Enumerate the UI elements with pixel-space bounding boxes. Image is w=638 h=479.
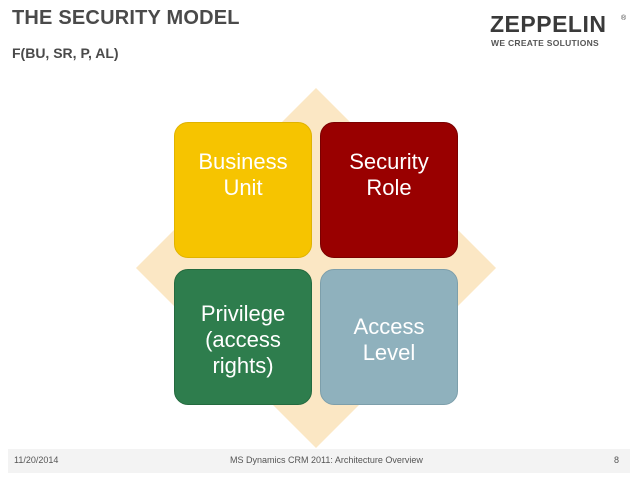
footer-date: 11/20/2014 (14, 455, 59, 465)
access-level-label: Access Level (353, 314, 425, 365)
footer-title: MS Dynamics CRM 2011: Architecture Overv… (230, 455, 423, 465)
logo-tagline: WE CREATE SOLUTIONS (491, 38, 600, 48)
business-unit-label: Business Unit (198, 149, 288, 200)
footer-bar (8, 449, 630, 473)
security-role-label: Security Role (349, 149, 429, 200)
access-level-box: Access Level (320, 269, 458, 405)
security-role-box: Security Role (320, 122, 458, 258)
logo-registered-mark: ® (621, 15, 627, 22)
logo-name: ZEPPELIN (490, 11, 607, 37)
slide-title: THE SECURITY MODEL (12, 7, 240, 29)
business-unit-box: Business Unit (174, 122, 312, 258)
privilege-box: Privilege (access rights) (174, 269, 312, 405)
slide-subtitle: F(BU, SR, P, AL) (12, 45, 119, 61)
privilege-label: Privilege (access rights) (200, 301, 286, 378)
zeppelin-logo: ZEPPELIN ® WE CREATE SOLUTIONS (490, 12, 630, 52)
page-number: 8 (614, 455, 620, 465)
